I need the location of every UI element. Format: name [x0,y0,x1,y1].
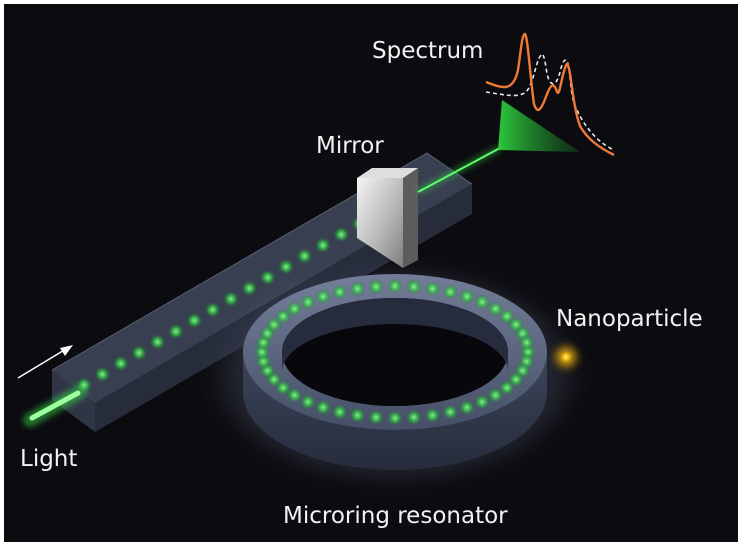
ring-mode-glow [331,404,348,420]
mirror [357,168,418,268]
spectrum-dashed-curve [485,53,615,151]
waveguide-mode-glow [149,334,166,350]
ring-mode-glow [442,404,459,420]
ring-mode-glow [474,294,491,311]
ring-mode-glow [349,407,366,424]
label-resonator: Microring resonator [283,503,508,529]
ring-outer-side [243,352,547,470]
label-spectrum: Spectrum [372,38,483,64]
waveguide-modes [76,205,386,393]
waveguide-mode-glow [333,226,350,243]
microring [243,274,547,470]
ring-mode-glow [275,308,292,325]
ring-inner-wall [282,298,508,372]
direction-arrow-icon [17,345,73,379]
ring-mode-glow [315,399,332,416]
ring-mode-glow [368,409,385,426]
ring-mode-glow [405,278,422,295]
ring-mode-glow [442,284,459,300]
ring-mode-glow [387,278,403,294]
ring-mode-glow [286,387,303,404]
dispersion-fan [498,100,580,152]
ring-mode-glow [315,288,332,305]
ring-mode-glow [368,278,385,295]
ring-mode-glow [349,280,366,297]
waveguide-mode-glow [278,258,295,275]
mirror-face [357,178,403,268]
ring-mode-glow [487,387,504,404]
ring-mode-glow [458,288,475,305]
spectrum-orange-curve [485,32,615,157]
waveguide-mode-glow [259,269,276,286]
label-nanoparticle: Nanoparticle [556,306,703,332]
waveguide-mode-glow [112,355,129,372]
label-mirror: Mirror [316,133,384,159]
ring-mode-glow [286,300,303,317]
waveguide-mode-glow [314,237,331,254]
ring-mode-glow [424,280,441,297]
ring-mode-glow [474,393,491,410]
waveguide-mode-glow [241,280,258,297]
ring-mode-glow [299,294,316,311]
ring-mode-glow [299,393,316,410]
nanoparticle [550,341,582,373]
ring-mode-glow [387,410,403,426]
ring-mode-glow [518,334,535,351]
waveguide-mode-glow [131,344,148,361]
ring-mode-glow [458,399,475,416]
waveguide-mode-glow [186,312,203,329]
waveguide-mode-glow [296,248,313,264]
label-light: Light [20,446,77,472]
ring-modes [254,278,536,426]
input-light [23,385,87,427]
waveguide-mode-glow [204,301,221,318]
spectrum-plot [485,32,615,157]
ring-mode-glow [424,407,441,424]
ring-mode-glow [498,379,515,396]
mirror-top [357,168,418,178]
waveguide-mode-glow [223,291,239,307]
mirror-side [403,168,418,268]
waveguide-mode-glow [94,366,111,383]
ring-mode-glow [331,284,348,300]
ring-mode-glow [405,409,422,426]
reflected-beam [416,144,502,196]
ring-mode-glow [487,300,504,317]
waveguide-mode-glow [167,323,184,340]
